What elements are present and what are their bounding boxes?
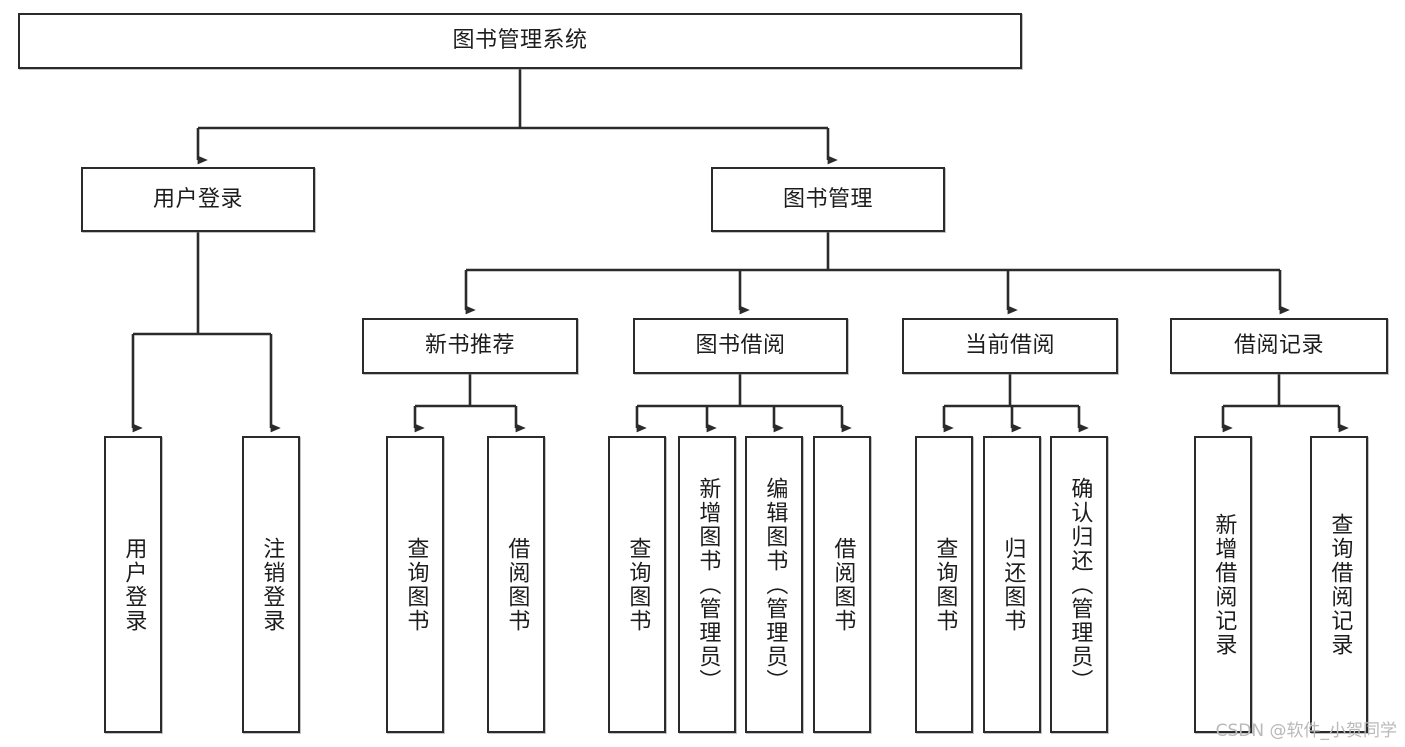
node-user-login-label: 用户登录 xyxy=(152,186,243,212)
node-leaf-query-book-3[interactable]: 查询图书 xyxy=(915,436,973,733)
node-new-book-recommend-label: 新书推荐 xyxy=(424,333,515,359)
node-leaf-add-record[interactable]: 新增借阅记录 xyxy=(1194,436,1252,733)
node-current-borrow[interactable]: 当前借阅 xyxy=(902,318,1118,374)
node-leaf-user-logout[interactable]: 注销登录 xyxy=(242,436,300,733)
node-leaf-borrow-book-1-label: 借阅图书 xyxy=(504,536,530,633)
node-leaf-borrow-book-2-label: 借阅图书 xyxy=(830,536,856,633)
node-current-borrow-label: 当前借阅 xyxy=(964,333,1055,359)
node-leaf-query-book-1[interactable]: 查询图书 xyxy=(386,436,444,733)
node-leaf-return-book-label: 归还图书 xyxy=(1000,536,1026,633)
node-leaf-borrow-book-2[interactable]: 借阅图书 xyxy=(813,436,871,733)
node-book-borrow[interactable]: 图书借阅 xyxy=(633,318,848,374)
node-leaf-confirm-return[interactable]: 确认归还（管理员） xyxy=(1050,436,1108,733)
node-user-login[interactable]: 用户登录 xyxy=(81,167,315,232)
node-leaf-user-login[interactable]: 用户登录 xyxy=(104,436,162,733)
node-leaf-edit-book-label: 编辑图书（管理员） xyxy=(762,476,788,693)
node-leaf-query-record-label: 查询借阅记录 xyxy=(1327,512,1353,657)
node-leaf-add-record-label: 新增借阅记录 xyxy=(1211,512,1237,657)
node-root[interactable]: 图书管理系统 xyxy=(18,13,1022,69)
node-root-label: 图书管理系统 xyxy=(452,28,588,54)
node-new-book-recommend[interactable]: 新书推荐 xyxy=(362,318,578,374)
node-leaf-user-login-label: 用户登录 xyxy=(121,536,147,633)
node-leaf-return-book[interactable]: 归还图书 xyxy=(983,436,1041,733)
node-book-borrow-label: 图书借阅 xyxy=(695,333,786,359)
node-leaf-borrow-book-1[interactable]: 借阅图书 xyxy=(487,436,545,733)
node-leaf-add-book-label: 新增图书（管理员） xyxy=(695,476,721,693)
node-book-manage[interactable]: 图书管理 xyxy=(711,167,945,232)
csdn-watermark: CSDN @软件_小贺同学 xyxy=(1215,721,1397,741)
node-leaf-edit-book[interactable]: 编辑图书（管理员） xyxy=(745,436,803,733)
node-borrow-record[interactable]: 借阅记录 xyxy=(1170,318,1388,374)
node-leaf-query-book-2-label: 查询图书 xyxy=(625,536,651,633)
node-leaf-query-book-1-label: 查询图书 xyxy=(403,536,429,633)
node-leaf-user-logout-label: 注销登录 xyxy=(259,536,285,633)
node-book-manage-label: 图书管理 xyxy=(782,186,873,212)
node-leaf-query-book-2[interactable]: 查询图书 xyxy=(608,436,666,733)
node-leaf-query-record[interactable]: 查询借阅记录 xyxy=(1310,436,1368,733)
node-leaf-add-book[interactable]: 新增图书（管理员） xyxy=(678,436,736,733)
node-leaf-query-book-3-label: 查询图书 xyxy=(932,536,958,633)
node-borrow-record-label: 借阅记录 xyxy=(1233,333,1324,359)
node-leaf-confirm-return-label: 确认归还（管理员） xyxy=(1067,476,1093,693)
